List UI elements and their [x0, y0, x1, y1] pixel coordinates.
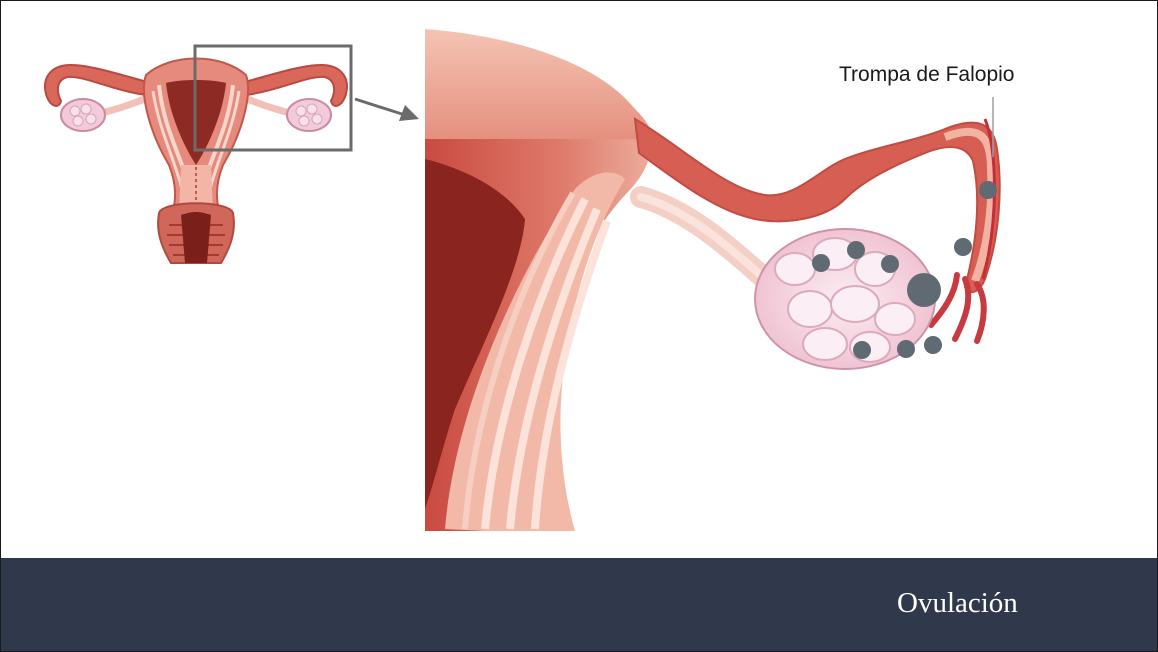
slide-title: Ovulación	[897, 587, 1018, 620]
dot-marker	[979, 181, 997, 199]
mature-follicle-marker	[907, 273, 941, 307]
right-arrow-icon	[355, 99, 405, 115]
dot-marker	[954, 238, 972, 256]
arrow-head	[399, 105, 419, 121]
dot-marker	[881, 255, 899, 273]
zoomed-illustration	[425, 29, 1025, 531]
dot-marker	[853, 341, 871, 359]
zoom-frame	[195, 46, 351, 150]
dot-marker	[847, 241, 865, 259]
dot-marker	[924, 336, 942, 354]
dot-marker	[812, 254, 830, 272]
uterus-fundus	[425, 29, 652, 147]
fallopian-tube-label: Trompa de Falopio	[839, 63, 1014, 87]
dot-marker	[897, 340, 915, 358]
